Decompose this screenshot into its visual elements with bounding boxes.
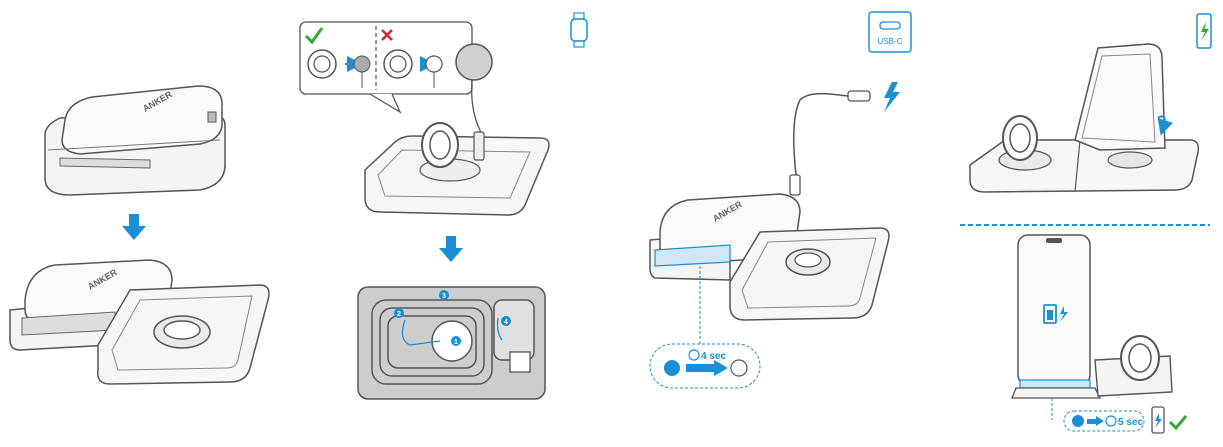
- step-badge-4: [501, 316, 511, 326]
- watch-icon: [570, 12, 588, 48]
- success-check-icon: [1168, 415, 1188, 431]
- step-number: 4: [504, 319, 508, 326]
- step-number: 2: [397, 311, 401, 318]
- down-arrow-1: [122, 214, 146, 240]
- charging-bolt-icon: [1060, 306, 1068, 322]
- led-on-icon: [1072, 415, 1084, 427]
- step-number: 1: [454, 339, 458, 346]
- led-off-icon: [730, 359, 748, 377]
- wrong-cross-icon: [381, 29, 393, 41]
- usbc-cable: [789, 82, 900, 196]
- orientation-callout: [299, 21, 473, 114]
- down-arrow-2: [439, 236, 463, 262]
- usbc-port-icon: USB-C: [868, 11, 912, 53]
- open-stand-charger: [969, 43, 1200, 193]
- timer-icon: [1105, 415, 1117, 427]
- rotate-arrow-icon: [1157, 115, 1174, 136]
- watch-puck: [455, 43, 493, 161]
- phone-charging-icon: [1196, 13, 1212, 49]
- step-badge-2: [394, 308, 404, 318]
- correct-check-icon: [304, 27, 324, 45]
- timer-icon: [688, 349, 700, 361]
- battery-icon: [1043, 304, 1057, 324]
- power-bolt-icon: [884, 82, 900, 112]
- step-badge-3: [439, 290, 449, 300]
- cable-routing-tray: 1 2 3 4: [357, 286, 546, 400]
- folded-charger: ANKER: [44, 85, 226, 196]
- press-4-sec-instruction: 4 sec: [649, 343, 761, 389]
- step-number: 3: [442, 293, 446, 300]
- step-badge-1: [451, 336, 461, 346]
- press-5-sec-instruction: 5 sec: [1063, 406, 1188, 434]
- usbc-label: USB-C: [878, 37, 903, 46]
- timer-4-label: 4 sec: [701, 351, 726, 362]
- led-on-icon: [664, 360, 680, 376]
- timer-5-label: 5 sec: [1118, 417, 1143, 428]
- charger-with-cable: ANKER: [649, 193, 890, 350]
- watch-charging-base: [364, 122, 550, 216]
- unfolded-charger: ANKER: [9, 259, 270, 385]
- phone-on-stand: [1011, 234, 1173, 420]
